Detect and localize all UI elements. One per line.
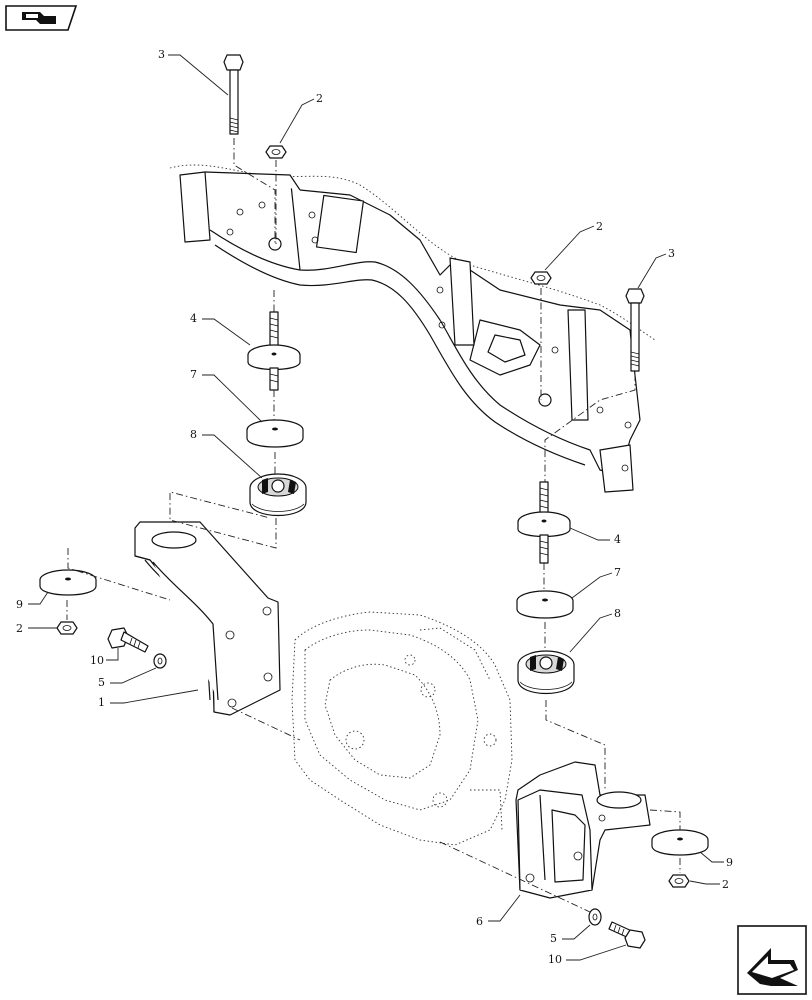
- bracket-6-right: [515, 761, 651, 899]
- callout-label: 10: [548, 953, 562, 966]
- washer-5-right: [588, 908, 602, 926]
- callout-label: 8: [614, 607, 621, 620]
- assembly-centerlines: [66, 138, 681, 913]
- transmission-housing: [291, 611, 513, 846]
- rubber-mount-8-right: [517, 650, 575, 695]
- washer-9-left: [39, 569, 97, 596]
- nut-2-upper-left: [265, 145, 287, 159]
- callout-6: 6: [476, 894, 521, 928]
- callout-label: 2: [722, 878, 729, 891]
- bracket-1-left: [134, 521, 281, 716]
- nut-2-lower-right: [668, 874, 690, 888]
- callout-label: 5: [550, 932, 557, 945]
- rubber-mount-8-left: [249, 473, 307, 517]
- callout-label: 2: [596, 220, 603, 233]
- callout-9-right: 9: [699, 851, 733, 869]
- chassis-frame: [169, 164, 656, 493]
- callout-label: 3: [158, 48, 165, 61]
- callout-label: 1: [98, 696, 105, 709]
- callout-8-right: 8: [569, 607, 621, 653]
- callout-label: 7: [190, 368, 197, 381]
- callout-label: 9: [726, 856, 733, 869]
- bolt-10-left: [107, 627, 149, 653]
- rubber-washer-7-left: [246, 419, 304, 448]
- callout-label: 5: [98, 676, 105, 689]
- callout-label: 2: [16, 622, 23, 635]
- callout-label: 4: [614, 533, 621, 546]
- callout-4-right: 4: [569, 527, 621, 546]
- book-arrow-icon[interactable]: [5, 5, 78, 31]
- callout-label: 7: [614, 566, 621, 579]
- callout-2-upper-right: 2: [544, 220, 603, 271]
- callout-label: 9: [16, 598, 23, 611]
- callout-2-top: 2: [279, 92, 323, 144]
- callout-7-left: 7: [190, 368, 263, 423]
- rubber-washer-7-right: [516, 590, 574, 619]
- callout-3-top: 3: [158, 48, 229, 96]
- mount-stud-4-left: [247, 311, 301, 391]
- callout-2-left: 2: [16, 622, 58, 635]
- callout-label: 2: [316, 92, 323, 105]
- washer-9-right: [651, 829, 709, 856]
- callout-2-right: 2: [689, 878, 729, 891]
- callout-10-left: 10: [90, 648, 119, 667]
- callout-3-right: 3: [637, 247, 675, 289]
- navigation-arrow-icon[interactable]: [737, 925, 807, 998]
- callout-8-left: 8: [190, 428, 263, 479]
- bolt-3-right: [625, 288, 645, 372]
- callout-1: 1: [98, 689, 199, 709]
- washer-5-left: [153, 653, 167, 669]
- callout-10-right: 10: [548, 944, 627, 966]
- callout-label: 6: [476, 915, 483, 928]
- callout-label: 3: [668, 247, 675, 260]
- bolt-3-left: [223, 54, 244, 135]
- callout-label: 10: [90, 654, 104, 667]
- callout-label: 8: [190, 428, 197, 441]
- bolt-10-right: [608, 921, 646, 949]
- mount-stud-4-right: [517, 481, 571, 564]
- callout-label: 4: [190, 312, 197, 325]
- callout-7-right: 7: [571, 566, 621, 599]
- callout-9-left: 9: [16, 591, 49, 611]
- callout-5-right: 5: [550, 924, 591, 945]
- callout-5-left: 5: [98, 667, 157, 689]
- nut-2-upper-right: [530, 271, 552, 285]
- nut-2-lower-left: [56, 621, 78, 635]
- callout-4-left: 4: [190, 312, 251, 346]
